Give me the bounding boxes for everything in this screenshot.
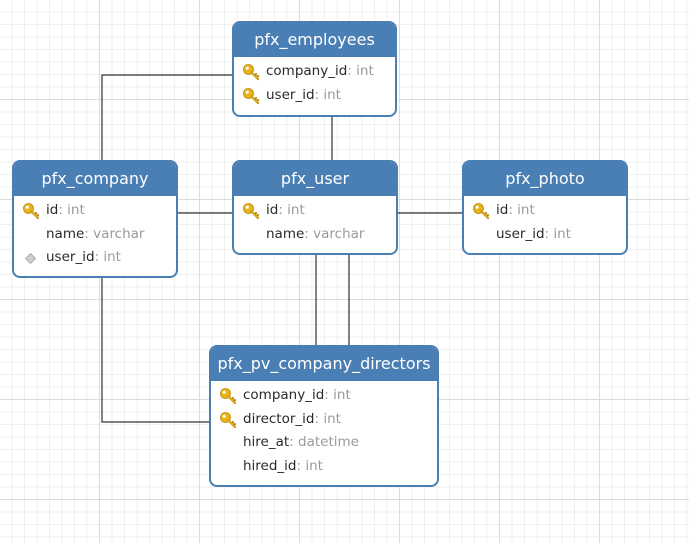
table-header-pfx-company[interactable]: pfx_company — [14, 162, 176, 196]
column-row-user-id[interactable]: user_id: int — [234, 84, 395, 108]
key-icon — [472, 202, 490, 220]
key-icon — [22, 202, 40, 220]
column-row-id[interactable]: id: int — [234, 199, 396, 223]
column-name: user_id — [496, 225, 545, 242]
column-type: : int — [58, 202, 85, 218]
key-icon — [242, 87, 260, 105]
column-name: id — [266, 202, 279, 218]
column-name: name — [266, 225, 305, 242]
column-name: director_id — [243, 410, 315, 427]
column-name: company_id — [266, 63, 348, 79]
column-name: name — [46, 225, 85, 242]
column-type: : int — [314, 410, 341, 427]
column-type: : datetime — [289, 434, 359, 450]
relationship-line-pfx-company-to-pfx-pv-company-directors — [101, 278, 209, 423]
key-icon — [219, 387, 237, 405]
column-type: : int — [324, 387, 351, 403]
key-icon — [219, 411, 237, 429]
column-name: id — [46, 202, 59, 218]
key-icon — [242, 63, 260, 81]
column-name: user_id — [46, 249, 95, 265]
column-row-id[interactable]: id: int — [464, 199, 626, 223]
column-name: hire_at — [243, 434, 290, 450]
column-row-name[interactable]: name: varchar — [14, 223, 176, 247]
column-name: user_id — [266, 86, 315, 103]
table-header-pfx-photo[interactable]: pfx_photo — [464, 162, 626, 196]
column-row-user-id[interactable]: user_id: int — [464, 223, 626, 247]
column-row-company-id[interactable]: company_id: int — [234, 60, 395, 84]
diamond-icon — [22, 249, 40, 267]
column-name: company_id — [243, 387, 325, 403]
table-header-pfx-employees[interactable]: pfx_employees — [234, 23, 395, 57]
column-name: id — [496, 202, 509, 218]
column-row-hired-id[interactable]: hired_id: int — [211, 455, 437, 479]
table-header-pfx-pv-company-directors[interactable]: pfx_pv_company_directors — [211, 347, 437, 381]
key-icon — [242, 202, 260, 220]
column-row-user-id[interactable]: user_id: int — [14, 246, 176, 270]
relationship-line-pfx-company-to-pfx-employees — [101, 74, 232, 160]
column-type: : int — [296, 457, 323, 474]
column-type: : int — [544, 225, 571, 242]
column-type: : int — [314, 86, 341, 103]
table-header-pfx-user[interactable]: pfx_user — [234, 162, 396, 196]
column-row-hire-at[interactable]: hire_at: datetime — [211, 431, 437, 455]
column-type: : varchar — [304, 225, 365, 242]
column-type: : varchar — [84, 225, 145, 242]
column-row-id[interactable]: id: int — [14, 199, 176, 223]
column-type: : int — [94, 249, 121, 265]
column-type: : int — [508, 202, 535, 218]
column-row-director-id[interactable]: director_id: int — [211, 408, 437, 432]
column-row-company-id[interactable]: company_id: int — [211, 384, 437, 408]
column-type: : int — [278, 202, 305, 218]
column-name: hired_id — [243, 457, 297, 474]
column-row-name[interactable]: name: varchar — [234, 223, 396, 247]
column-type: : int — [347, 63, 374, 79]
